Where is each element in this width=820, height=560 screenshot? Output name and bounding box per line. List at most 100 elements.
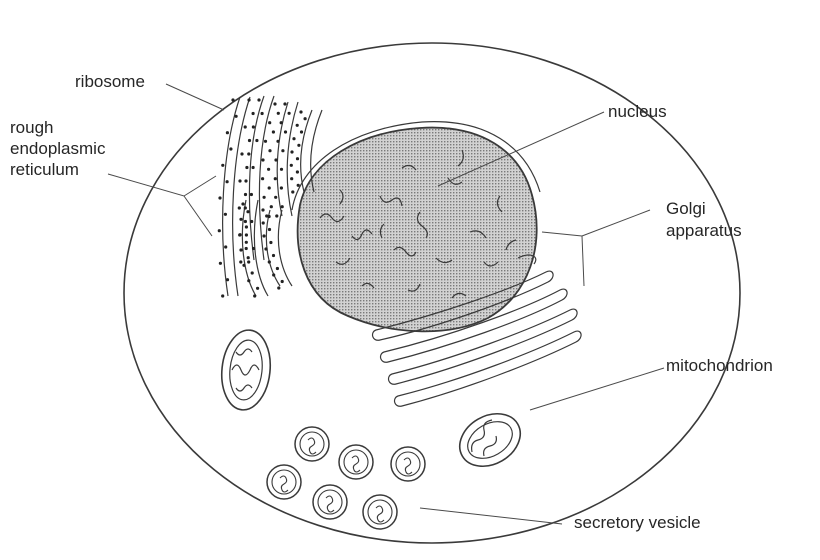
ribosome-dot	[261, 177, 265, 181]
ribosome-dot	[269, 240, 273, 245]
ribosome-dot	[269, 205, 273, 209]
ribosome-dot	[279, 121, 283, 125]
ribosome-dot	[267, 227, 272, 232]
ribosome-dot	[296, 183, 300, 187]
ribosome-dot	[292, 137, 296, 141]
ribosome-dot	[274, 195, 278, 199]
ribosome-dot	[239, 248, 243, 252]
ribosome-dot	[221, 294, 225, 298]
ribosome-dot	[290, 177, 294, 181]
ribosome-dot	[291, 190, 295, 194]
ribosome-dot	[243, 206, 247, 210]
ribosome-dot	[265, 214, 269, 218]
ribosome-dot	[244, 233, 248, 237]
ribosome-dot	[263, 139, 268, 143]
ribosome-dot	[239, 260, 243, 264]
ribosome-dot	[251, 165, 255, 170]
ribosome-dot	[274, 158, 278, 162]
ribosome-dot	[283, 130, 288, 134]
ribosome-dot	[277, 286, 281, 290]
ribosome-dot	[244, 246, 248, 251]
ribosome-dot	[244, 225, 248, 229]
label-golgi-line-1: Golgi	[666, 199, 706, 218]
chromatin	[319, 149, 517, 299]
secretory-vesicle	[338, 444, 374, 480]
ribosome-dot	[255, 138, 259, 143]
ribosome-dot	[247, 152, 251, 156]
secretory-vesicles	[266, 426, 426, 530]
ribosome-dot	[231, 98, 235, 102]
ribosome-dot	[251, 125, 255, 129]
ribosome-dot	[299, 130, 304, 134]
leader-golgi	[581, 209, 651, 287]
ribosome-dot	[221, 163, 225, 167]
ribosome-dot	[247, 98, 251, 102]
leader-rough-er	[107, 173, 217, 197]
ribosome-dot	[260, 111, 264, 116]
ribosome-dot	[267, 214, 271, 219]
ribosome-dot	[295, 157, 300, 161]
ribosome-dot	[279, 186, 283, 190]
ribosome-dot	[247, 279, 251, 283]
ribosome-dot	[244, 240, 248, 244]
ribosome-dot	[268, 121, 272, 125]
ribosome-dot	[267, 260, 271, 264]
ribosome-dot	[224, 245, 228, 249]
ribosome-dot	[250, 219, 254, 224]
ribosome-dot	[257, 98, 261, 102]
secretory-vesicle	[362, 494, 398, 530]
ribosome-dot	[261, 208, 265, 212]
ribosome-dot	[268, 149, 272, 153]
ribosome-dot	[241, 202, 245, 206]
label-ribosome: ribosome	[75, 72, 145, 91]
ribosome-dot	[264, 247, 268, 251]
ribosome-dot	[271, 253, 276, 258]
ribosome-dots	[217, 98, 307, 298]
ribosome-dot	[272, 273, 276, 277]
ribosome-dot	[246, 256, 250, 260]
ribosome-dot	[243, 125, 247, 129]
ribosome-dot	[229, 147, 233, 151]
secretory-vesicle	[294, 426, 330, 462]
ribosome-dot	[234, 114, 238, 118]
leader-nucleus	[437, 111, 605, 187]
ribosome-dot	[273, 102, 277, 106]
ribosome-dot	[225, 180, 229, 184]
ribosome-dot	[240, 152, 244, 156]
ribosome-dot	[218, 196, 222, 200]
ribosome-dot	[276, 111, 280, 115]
ribosome-dot	[249, 192, 253, 197]
ribosome-dot	[267, 167, 271, 171]
ribosome-dot	[223, 212, 227, 216]
nucleus	[291, 121, 541, 333]
ribosome-dot	[281, 149, 285, 153]
ribosome-dot	[242, 263, 246, 267]
ribosome-dot	[295, 123, 299, 127]
ribosome-dot	[225, 131, 229, 135]
secretory-vesicle	[312, 484, 348, 520]
ribosome-dot	[287, 111, 291, 115]
mitochondrion-left	[220, 329, 272, 411]
ribosome-dot	[276, 139, 280, 143]
ribosome-dot	[243, 192, 248, 197]
label-rough-er-line-1: rough	[10, 118, 54, 137]
ribosome-dot	[295, 170, 299, 174]
ribosome-dot	[290, 150, 294, 154]
leader-ribosome	[165, 83, 225, 111]
ribosome-dot	[238, 179, 242, 183]
ribosome-dot	[217, 229, 221, 233]
ribosome-dot	[297, 143, 301, 147]
ribosome-dot	[280, 279, 284, 284]
rough-endoplasmic-reticulum	[217, 95, 323, 298]
ribosome-dot	[303, 117, 307, 121]
ribosome-dot	[253, 294, 257, 298]
ribosome-dot	[250, 271, 254, 275]
cell-membrane	[123, 42, 741, 544]
ribosome-dot	[239, 217, 243, 221]
ribosome-dot	[275, 214, 279, 218]
ribosome-dot	[267, 186, 271, 190]
ribosome-dot	[262, 195, 266, 199]
ribosome-dot	[218, 261, 222, 265]
